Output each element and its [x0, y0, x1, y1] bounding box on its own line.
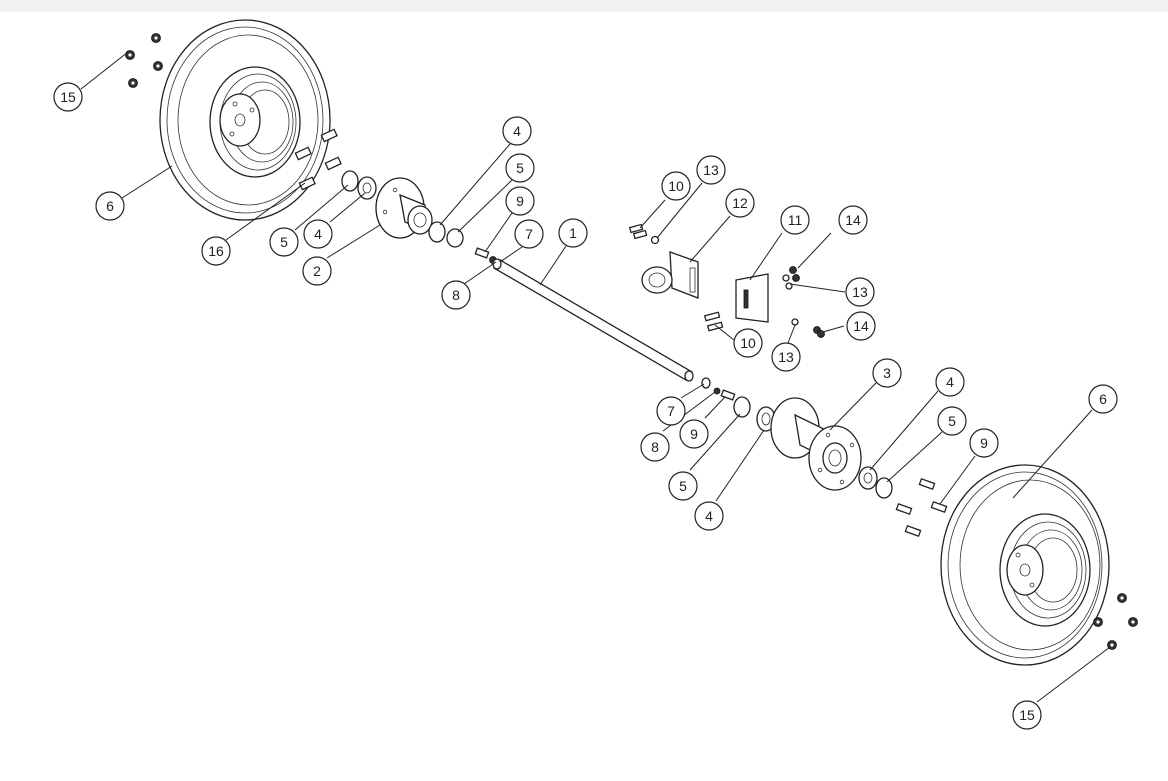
callout-7-lower: 7	[656, 396, 686, 426]
bracket-bolts-upper	[628, 223, 660, 245]
top-band	[0, 0, 1168, 12]
left-inner-bearing	[428, 221, 446, 243]
leader-lines	[80, 51, 1111, 703]
bracket-nuts-upper	[782, 266, 800, 290]
right-hub	[770, 397, 862, 491]
callout-15-top-left: 15	[53, 82, 83, 112]
callout-3: 3	[872, 358, 902, 388]
svg-text:10: 10	[668, 178, 684, 194]
svg-text:11: 11	[788, 212, 803, 228]
svg-text:5: 5	[280, 234, 288, 250]
callout-6-right: 6	[1088, 384, 1118, 414]
left-bearing	[357, 176, 377, 200]
callout-4-left: 4	[303, 219, 333, 249]
mounting-plate	[735, 273, 769, 323]
svg-text:12: 12	[732, 195, 748, 211]
callout-13-lower: 13	[771, 342, 801, 372]
left-inner-ring	[446, 228, 464, 248]
svg-text:10: 10	[740, 335, 756, 351]
right-axle-bolt	[720, 389, 736, 401]
callout-14-lower: 14	[846, 311, 876, 341]
svg-text:5: 5	[948, 413, 956, 429]
svg-text:9: 9	[980, 435, 988, 451]
svg-text:14: 14	[853, 318, 869, 334]
callout-14-upper: 14	[838, 205, 868, 235]
right-lug-nuts	[1093, 593, 1138, 650]
svg-text:3: 3	[883, 365, 891, 381]
callout-2: 2	[302, 256, 332, 286]
callout-16: 16	[201, 236, 231, 266]
callout-5-right: 5	[937, 406, 967, 436]
left-axle-bolt	[474, 247, 490, 259]
right-bearing	[858, 466, 878, 490]
svg-text:7: 7	[525, 226, 533, 242]
callout-9-right: 9	[969, 428, 999, 458]
callout-1: 1	[558, 218, 588, 248]
right-inner-ring	[733, 396, 751, 418]
callout-5-left: 5	[269, 227, 299, 257]
bracket-bolts-lower	[703, 311, 724, 332]
callout-5-lower: 5	[668, 471, 698, 501]
callout-9-lower: 9	[679, 419, 709, 449]
left-wheel	[159, 19, 331, 221]
callout-12: 12	[725, 188, 755, 218]
callout-4-right: 4	[935, 367, 965, 397]
callout-4-lower: 4	[694, 501, 724, 531]
callout-15-bottom-right: 15	[1012, 700, 1042, 730]
callout-5-upper: 5	[505, 153, 535, 183]
axle	[492, 258, 694, 382]
svg-text:7: 7	[667, 403, 675, 419]
callout-8-lower: 8	[640, 432, 670, 462]
svg-text:15: 15	[60, 89, 76, 105]
svg-text:13: 13	[703, 162, 719, 178]
callout-13-right: 13	[845, 277, 875, 307]
right-snap-ring	[875, 477, 893, 499]
left-hub-bolts	[294, 128, 342, 191]
svg-text:14: 14	[845, 212, 861, 228]
svg-text:9: 9	[690, 426, 698, 442]
right-hub-bolts	[895, 477, 948, 538]
svg-text:6: 6	[106, 198, 114, 214]
svg-text:4: 4	[705, 508, 713, 524]
callout-7-upper: 7	[514, 219, 544, 249]
svg-text:5: 5	[679, 478, 687, 494]
svg-text:6: 6	[1099, 391, 1107, 407]
left-lug-nuts	[125, 33, 163, 88]
callout-13-upper: 13	[696, 155, 726, 185]
svg-text:13: 13	[778, 349, 794, 365]
bracket-nuts-lower	[791, 318, 825, 338]
callout-9-upper: 9	[505, 186, 535, 216]
svg-text:13: 13	[852, 284, 868, 300]
svg-text:16: 16	[208, 243, 224, 259]
left-hub	[375, 177, 433, 239]
svg-text:5: 5	[516, 160, 524, 176]
svg-text:8: 8	[651, 439, 659, 455]
svg-text:9: 9	[516, 193, 524, 209]
svg-text:4: 4	[946, 374, 954, 390]
callout-11: 11	[780, 205, 810, 235]
svg-text:8: 8	[452, 287, 460, 303]
right-wheel	[940, 464, 1110, 666]
right-axle-washer	[701, 377, 711, 389]
svg-text:1: 1	[569, 225, 577, 241]
bearing-bracket	[641, 251, 699, 299]
callout-4-upper: 4	[502, 116, 532, 146]
left-snap-ring	[341, 170, 359, 192]
callout-6-left: 6	[95, 191, 125, 221]
callout-10-lower: 10	[733, 328, 763, 358]
svg-text:2: 2	[313, 263, 321, 279]
svg-text:15: 15	[1019, 707, 1035, 723]
svg-text:4: 4	[513, 123, 521, 139]
svg-text:4: 4	[314, 226, 322, 242]
callout-8-upper: 8	[441, 280, 471, 310]
right-axle-nut	[713, 387, 721, 395]
callout-10-upper: 10	[661, 171, 691, 201]
